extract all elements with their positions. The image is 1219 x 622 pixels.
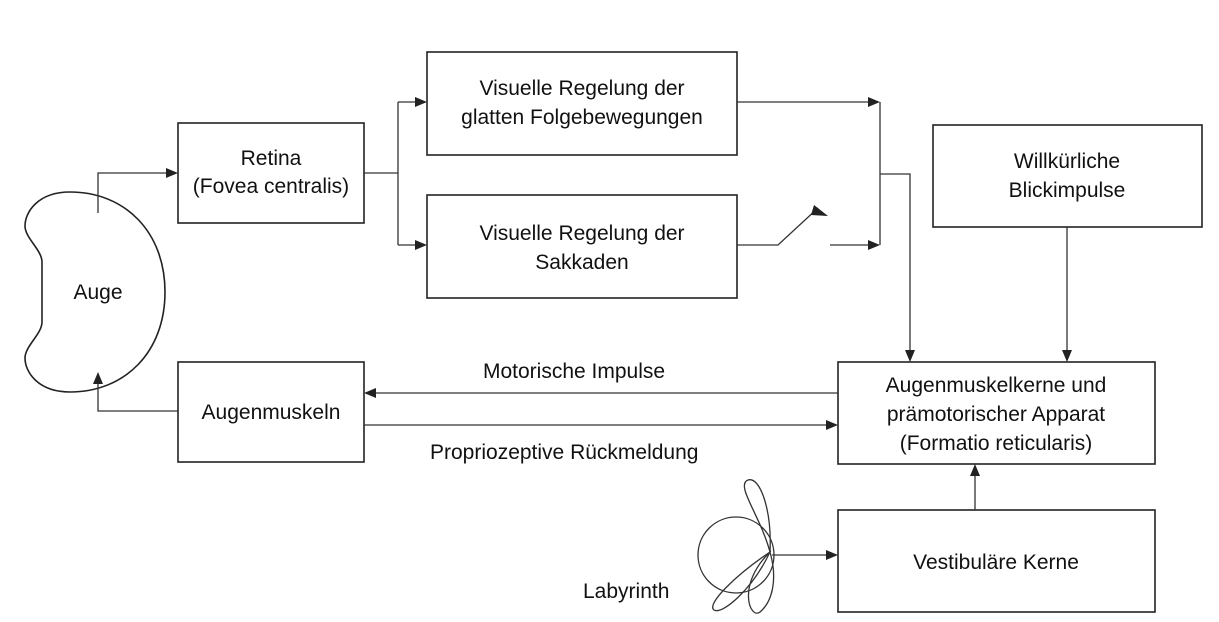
edge-propriozeptive-rueckmeldung (364, 420, 838, 430)
labyrinth-label: Labyrinth (583, 580, 669, 603)
edge-retina-split (364, 97, 427, 250)
edge-auge-to-retina (97, 168, 178, 213)
node-sakkaden: Visuelle Regelung der Sakkaden (426, 194, 738, 299)
kerne-label-line1: Augenmuskelkerne und (886, 374, 1107, 397)
node-augenmuskeln: Augenmuskeln (177, 361, 365, 463)
propriozeptive-label: Propriozeptive Rückmeldung (430, 441, 698, 464)
sakkaden-label-line2: Sakkaden (535, 251, 628, 274)
retina-label-line1: Retina (241, 147, 302, 170)
edge-folge-to-junction (737, 97, 880, 107)
node-auge: Auge (24, 191, 166, 393)
motorische-impulse-label: Motorische Impulse (483, 360, 665, 383)
retina-label-line2: (Fovea centralis) (193, 175, 349, 198)
edge-motorische-impulse (364, 388, 838, 398)
labyrinth-icon (697, 479, 775, 614)
node-folgebewegungen: Visuelle Regelung der glatten Folgebeweg… (426, 51, 738, 156)
edge-labyrinth-to-vestibulaer (772, 550, 838, 560)
node-vestibulaere-kerne: Vestibuläre Kerne (837, 509, 1156, 613)
kerne-label-line2: prämotorischer Apparat (887, 403, 1105, 426)
folge-label-line2: glatten Folgebewegungen (461, 106, 703, 129)
blick-label-line1: Willkürliche (1014, 150, 1120, 173)
edge-junction-to-kerne (879, 102, 915, 362)
node-retina: Retina (Fovea centralis) (177, 122, 365, 224)
augenmuskeln-label: Augenmuskeln (202, 401, 341, 424)
folge-label-line1: Visuelle Regelung der (479, 77, 684, 100)
edge-blick-to-kerne (1062, 227, 1072, 362)
edge-augenmuskeln-to-auge (93, 372, 178, 412)
kerne-label-line3: (Formatio reticularis) (900, 432, 1093, 455)
node-blickimpulse: Willkürliche Blickimpulse (932, 124, 1203, 228)
blick-label-line2: Blickimpulse (1009, 179, 1126, 202)
edge-vestibulaer-to-kerne (970, 464, 980, 510)
auge-label: Auge (73, 281, 122, 304)
vestibulaer-label: Vestibuläre Kerne (913, 551, 1079, 574)
sakkaden-label-line1: Visuelle Regelung der (479, 222, 684, 245)
sakkaden-switch (737, 205, 880, 250)
node-augenmuskelkerne: Augenmuskelkerne und prämotorischer Appa… (837, 361, 1156, 465)
